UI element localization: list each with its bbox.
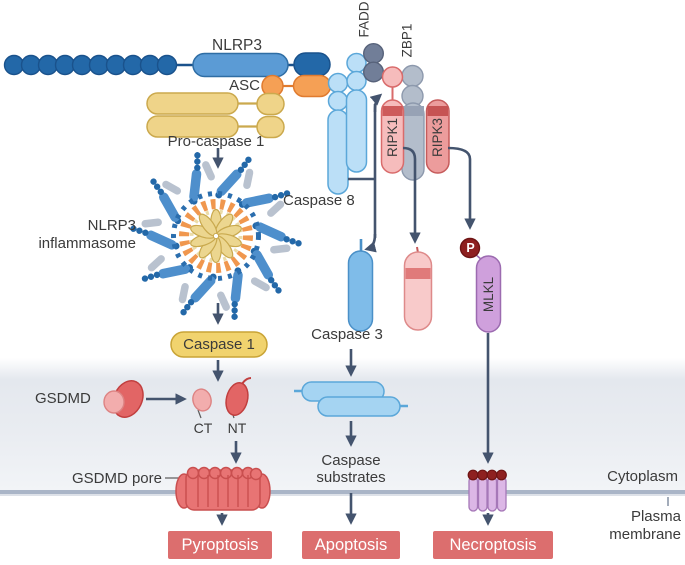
caspase-substrates-label: Caspase substrates (291, 452, 411, 486)
gsdmd-blob (103, 380, 144, 418)
caspase3-label: Caspase 3 (311, 326, 383, 343)
ripk1-label: RIPK1 (385, 117, 400, 158)
nlrp3-inflammasome-label: NLRP3 inflammasome (10, 217, 136, 253)
nlrp3-inflammasome-line2: inflammasome (38, 235, 136, 252)
plasma-membrane-line1: Plasma (630, 508, 681, 525)
cleaved-ripk1-pill (403, 246, 433, 331)
nlrp3-inflammasome-wheel (130, 151, 302, 321)
caspase-substrates-line2: substrates (316, 469, 386, 486)
necroptosis-box: Necroptosis (433, 531, 553, 559)
asc-unit (261, 74, 332, 98)
nt-label: NT (227, 420, 247, 436)
cytoplasm-label: Cytoplasm (607, 468, 678, 485)
phospho-label: P (466, 241, 475, 255)
pyroptosis-box: Pyroptosis (168, 531, 272, 559)
ct-fragment (192, 388, 212, 412)
nlrp3-label: NLRP3 (212, 37, 262, 54)
ct-label: CT (193, 420, 213, 436)
gsdmd-pore-shape (175, 466, 271, 511)
apoptosis-box: Apoptosis (302, 531, 400, 559)
fadd-circles (363, 43, 385, 83)
nlrp3-inflammasome-line1: NLRP3 (87, 217, 136, 234)
zbp1-label: ZBP1 (399, 23, 415, 58)
mlkl-pore-shape (467, 469, 507, 512)
caspase-substrates-shapes (294, 381, 408, 417)
nt-fragment (225, 377, 252, 416)
fadd-label: FADD (356, 1, 372, 38)
caspase1-pill (170, 331, 268, 358)
caspase-substrates-line1: Caspase (321, 452, 381, 469)
plasma-membrane-label: Plasma membrane (571, 508, 681, 544)
caspase1-label: Caspase 1 (183, 336, 255, 353)
ripk1-pill (380, 66, 405, 174)
zbp1-unit (401, 64, 425, 181)
plasma-membrane-line2: membrane (609, 526, 681, 543)
caspase8-complex (327, 52, 368, 195)
cytoplasm-background (0, 358, 685, 491)
pro-caspase1-unit (146, 92, 285, 139)
pro-caspase1-label: Pro-caspase 1 (167, 133, 265, 150)
ripk3-pill (425, 99, 450, 174)
caspase3-pill (347, 239, 374, 332)
caspase8-label: Caspase 8 (283, 192, 355, 209)
ripk3-label: RIPK3 (430, 117, 445, 158)
nlrp3-pill (192, 52, 331, 78)
nlrp3-bead-chain (3, 54, 196, 76)
plasma-membrane-line (0, 490, 685, 496)
mlkl-pill (475, 255, 502, 333)
gsdmd-pore-label: GSDMD pore (71, 470, 162, 487)
asc-label: ASC (229, 77, 260, 94)
pathway-arrows (146, 93, 494, 526)
mlkl-label: MLKL (481, 276, 496, 313)
gsdmd-label: GSDMD (35, 390, 91, 407)
